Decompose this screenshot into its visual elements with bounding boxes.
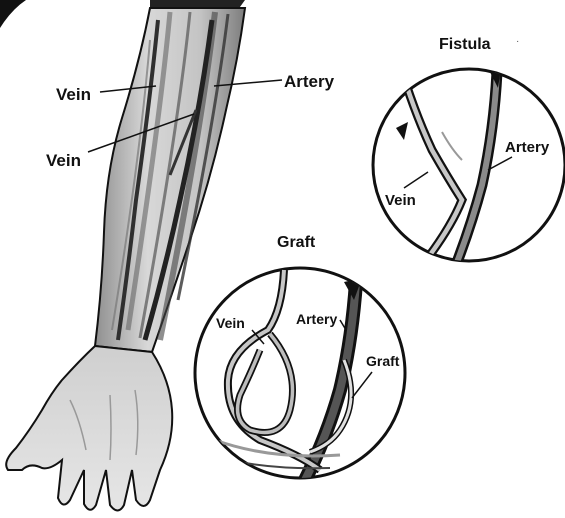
graft-inset	[195, 268, 405, 490]
arm-vein-lower-label: Vein	[46, 151, 81, 170]
graft-artery-label: Artery	[296, 311, 337, 327]
corner-mark	[0, 0, 26, 28]
fistula-title: Fistula	[439, 36, 491, 53]
hand	[6, 346, 172, 511]
arm-artery-label: Artery	[284, 72, 335, 91]
hand-palm	[6, 346, 172, 511]
fistula-inset	[373, 62, 565, 275]
fistula-vein-label: Vein	[385, 192, 416, 209]
fistula-artery-label: Artery	[505, 139, 550, 156]
graft-graft-label: Graft	[366, 353, 400, 369]
stray-mark: ·	[516, 36, 519, 47]
graft-title: Graft	[277, 234, 316, 251]
graft-vein-label: Vein	[216, 315, 245, 331]
arm-vein-upper-label: Vein	[56, 85, 91, 104]
